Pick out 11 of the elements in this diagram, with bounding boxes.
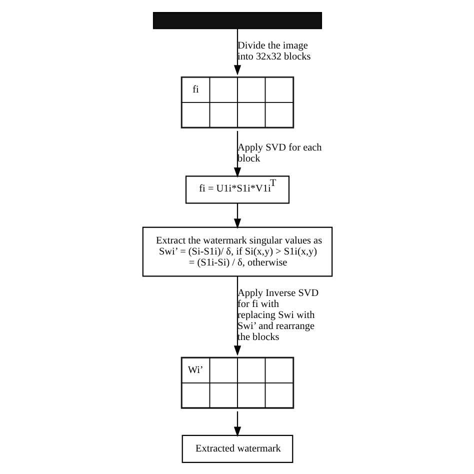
node-box	[152, 12, 322, 29]
arrow	[233, 202, 241, 228]
edge-label: Apply SVD for each block	[237, 142, 322, 164]
node-box: Extracted watermark	[181, 434, 293, 462]
arrow	[233, 410, 241, 436]
arrow	[233, 28, 241, 75]
arrow	[233, 130, 241, 178]
edge-label: Apply Inverse SVD for fi with replacing Swi with Swi’ and rearrange the blocks	[237, 288, 318, 342]
arrow	[233, 276, 241, 356]
edge-label: Divide the image into 32x32 blocks	[237, 40, 310, 62]
node-box: Extract the watermark singular values as Swi’ = (Si-S1i)/ δ, if Si(x,y) > S1i(x,y) = (S1i-Si) / δ, otherwise	[142, 226, 332, 276]
